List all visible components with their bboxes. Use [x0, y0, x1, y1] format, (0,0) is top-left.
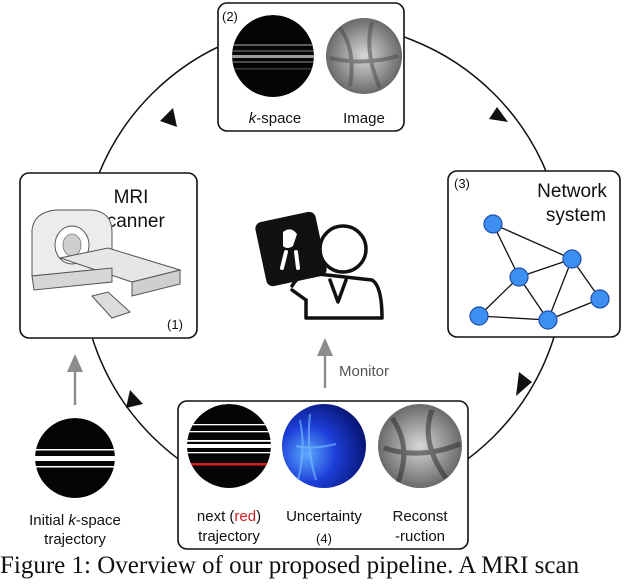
box4-number: (4) [316, 531, 332, 546]
network-title-2: system [546, 205, 606, 226]
monitor-label: Monitor [339, 363, 389, 380]
figure-caption: Figure 1: Overview of our proposed pipel… [0, 552, 580, 579]
image-label: Image [343, 110, 385, 127]
doctor-icon [255, 211, 384, 320]
cycle-arrow-top-right [489, 107, 508, 122]
next-trajectory-thumbnail [187, 404, 271, 488]
network-title-1: Network [537, 181, 607, 202]
scanner-title-1: MRI [114, 187, 149, 208]
next-trajectory-label-2: trajectory [198, 528, 260, 545]
initial-label-2: trajectory [44, 531, 106, 548]
cycle-arrow-bottom-left [126, 390, 143, 408]
cycle-arrow-right [516, 372, 532, 396]
initial-label-1: Initial k-space [29, 512, 121, 529]
scanner-title-2: scanner [97, 211, 165, 232]
initial-trajectory-thumbnail [35, 418, 115, 498]
reconstruction-box: (2) k-space Image [217, 2, 405, 132]
acquisition-box: next (red) trajectory Uncertainty (4) Re… [177, 400, 469, 550]
reconstruction-label-1: Reconst [392, 508, 448, 525]
initial-arrow [67, 354, 83, 405]
scanner-number: (1) [167, 317, 183, 332]
reconstruction-thumbnail [378, 404, 462, 488]
monitor-arrow [317, 338, 333, 388]
cycle-arrow-top-left [160, 108, 177, 127]
box3-number: (3) [454, 176, 470, 191]
reconstruction-label-2: -ruction [395, 528, 445, 545]
uncertainty-thumbnail [282, 404, 366, 488]
kspace-label: k-space [249, 110, 302, 127]
uncertainty-label: Uncertainty [286, 508, 362, 525]
network-box: (3) Network system [447, 170, 621, 338]
kspace-thumbnail [232, 15, 314, 97]
mri-scanner-icon [31, 209, 182, 319]
scanner-box: MRI scanner (1) [19, 172, 198, 339]
network-nodes [469, 214, 610, 330]
box2-number: (2) [222, 9, 238, 24]
next-trajectory-label-1: next (red) [197, 508, 261, 525]
image-thumbnail [326, 18, 402, 94]
